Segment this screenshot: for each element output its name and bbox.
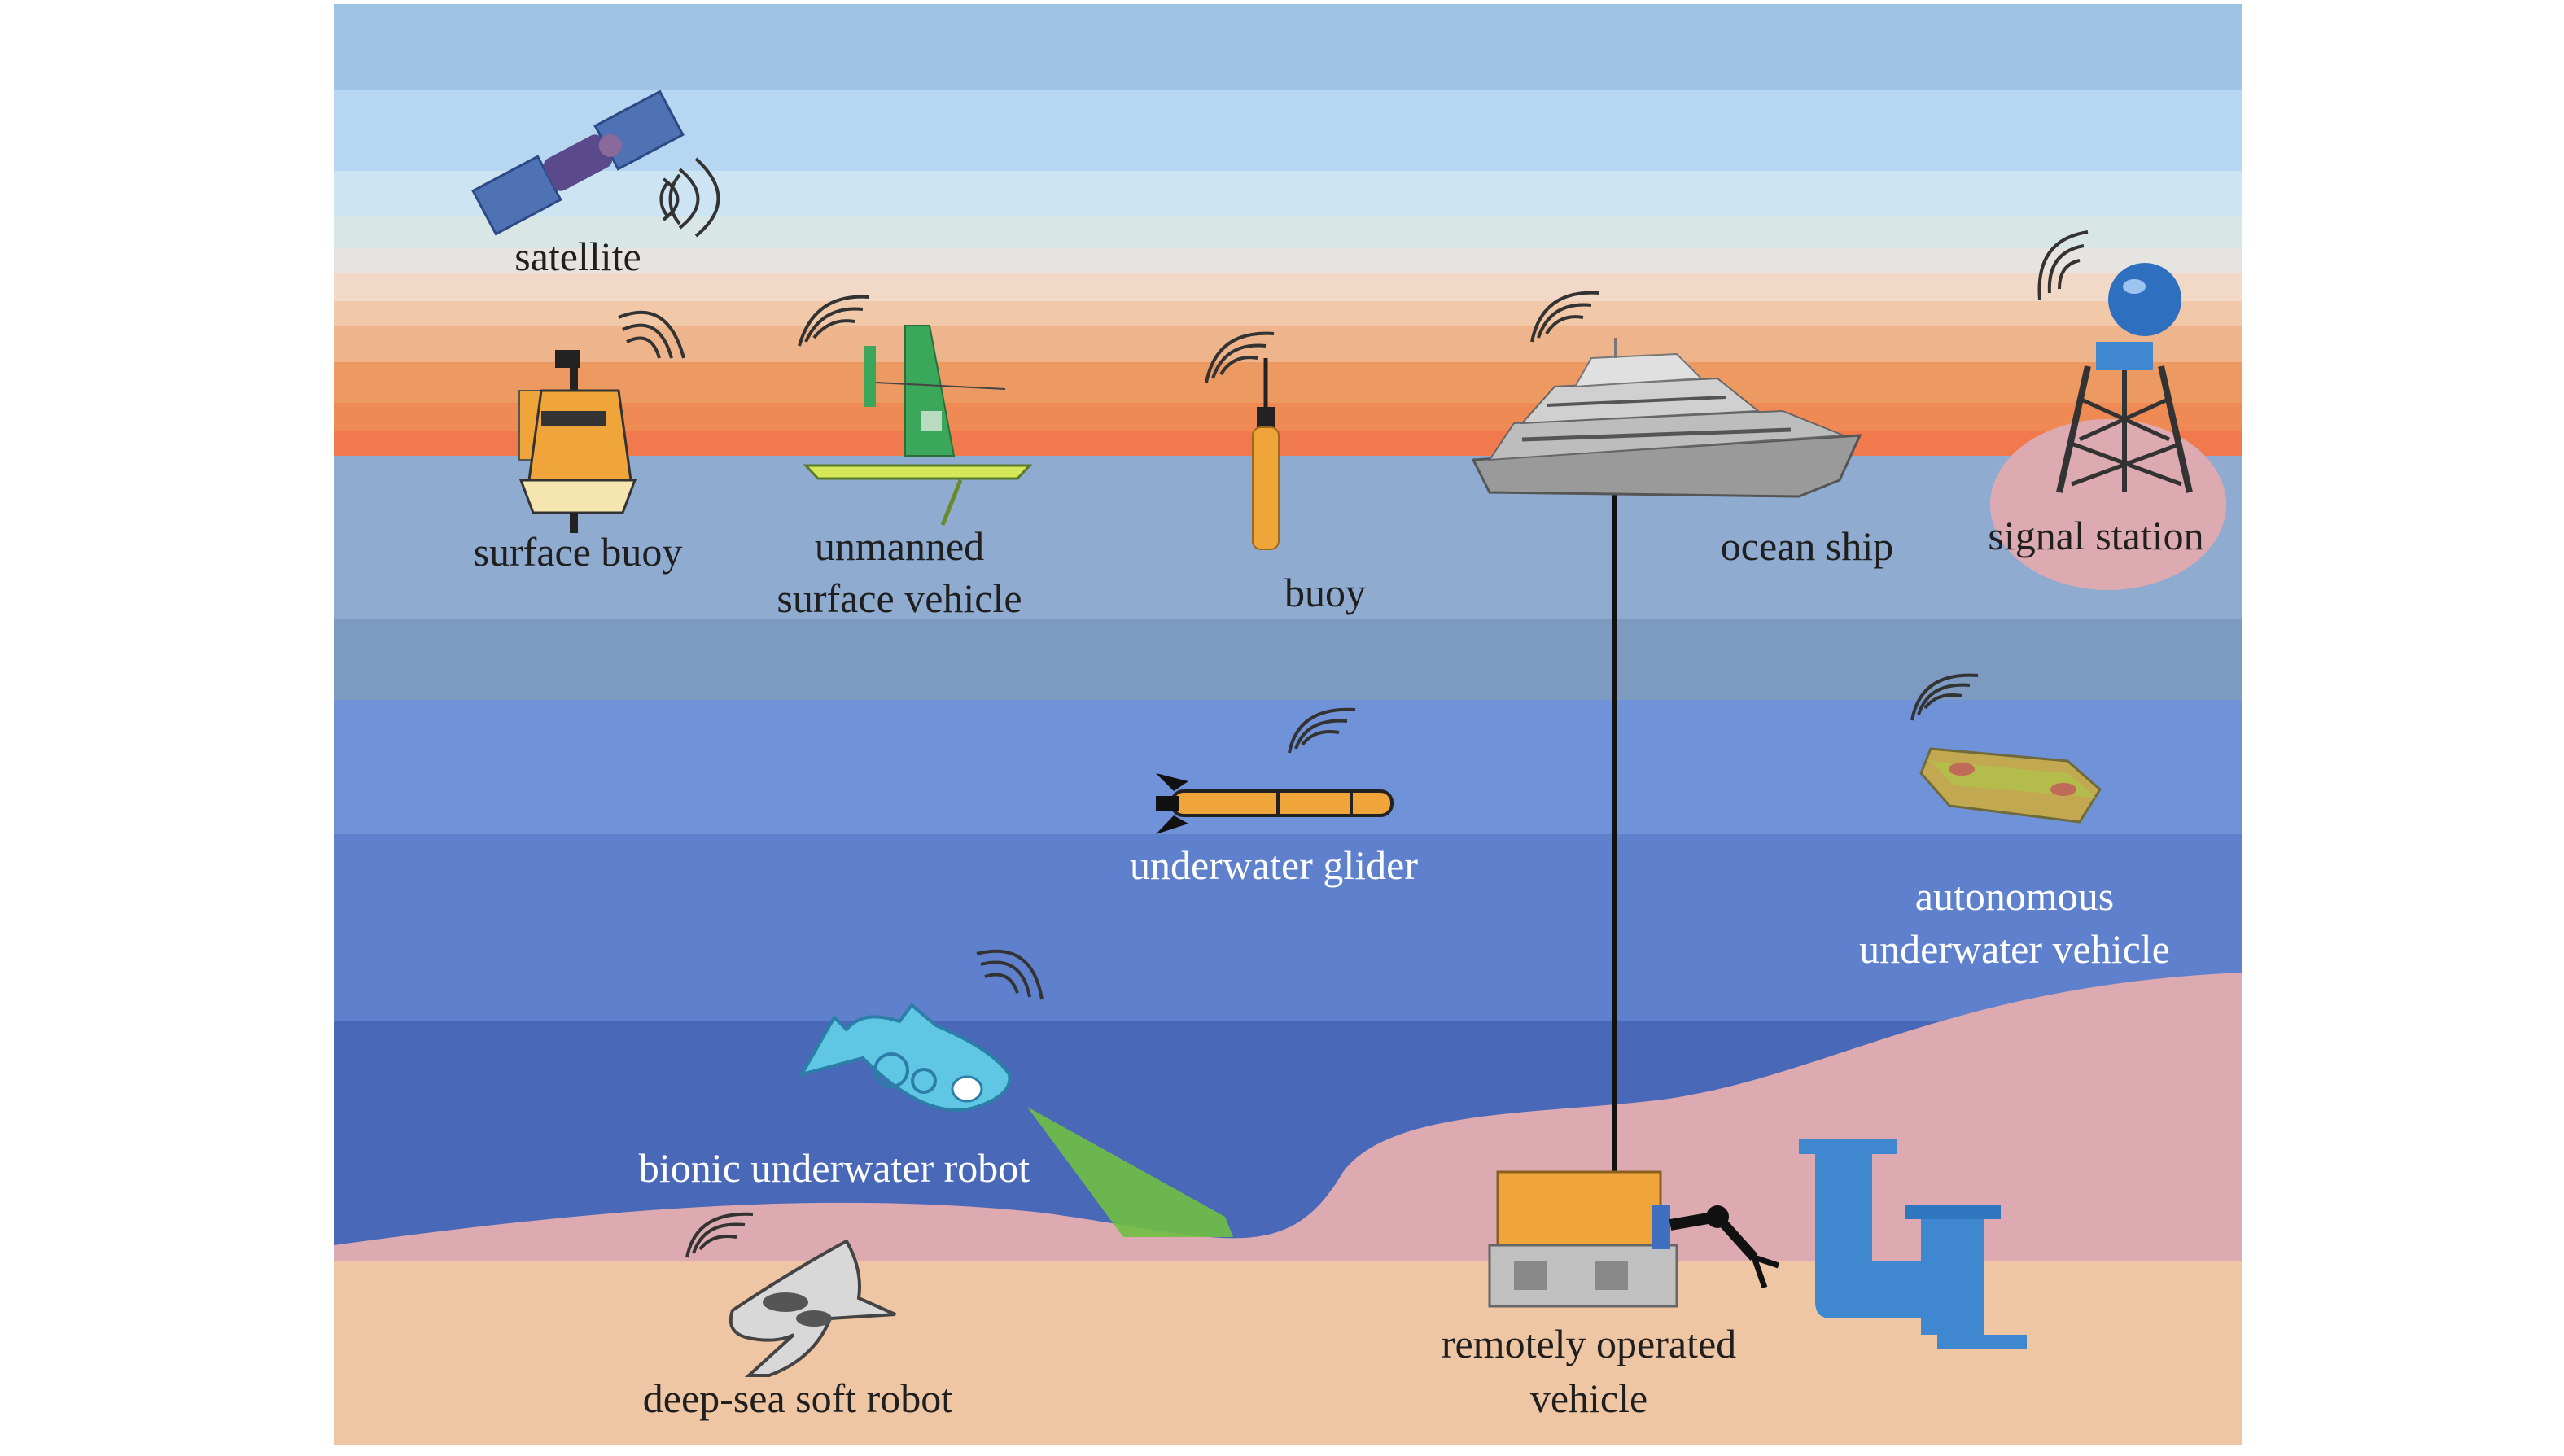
wireless-signal-icon [1530, 291, 1600, 343]
sky-band [334, 362, 2242, 403]
sky-band [334, 171, 2242, 216]
sky-band [334, 326, 2242, 362]
label-underwater-glider: underwater glider [1130, 842, 1418, 888]
label-ocean-ship: ocean ship [1721, 523, 1893, 569]
water-band [334, 456, 2242, 619]
label-autonomous-underwater-vehicle-line2: underwater vehicle [1859, 926, 2170, 972]
label-remotely-operated-vehicle-line1: remotely operated [1442, 1321, 1736, 1366]
wireless-signal-icon [798, 295, 870, 347]
ocean-ship-icon [1471, 338, 1862, 498]
label-unmanned-surface-vehicle-line1: unmanned [815, 523, 984, 569]
sky-band [334, 216, 2242, 248]
pipeline-icon [1799, 1139, 2027, 1349]
sky-band [334, 273, 2242, 301]
label-deep-sea-soft-robot: deep-sea soft robot [643, 1375, 953, 1421]
wireless-signal-icon [976, 949, 1044, 1000]
wireless-signal-icon [1288, 707, 1356, 754]
water-band [334, 619, 2242, 700]
bionic-fish-robot-icon [798, 1003, 1233, 1237]
label-autonomous-underwater-vehicle-line1: autonomous [1915, 873, 2114, 919]
wireless-signal-icon [1205, 331, 1275, 383]
wireless-signal-icon [2037, 230, 2089, 300]
wireless-signal-icon [685, 1212, 754, 1258]
sky-band [334, 4, 2242, 90]
wireless-signal-icon [659, 157, 720, 238]
label-signal-station: signal station [1988, 513, 2203, 558]
label-remotely-operated-vehicle-line2: vehicle [1530, 1375, 1647, 1421]
sky-band [334, 403, 2242, 431]
sky-band [334, 431, 2242, 456]
label-buoy: buoy [1284, 570, 1366, 615]
unmanned-surface-vehicle-icon [803, 325, 1033, 526]
sky-band [334, 301, 2242, 326]
autonomous-underwater-vehicle-icon [1919, 747, 2102, 824]
surface-buoy-icon [518, 350, 637, 533]
sky-band [334, 248, 2242, 273]
buoy-icon [1252, 358, 1280, 550]
water-band [334, 834, 2242, 1021]
satellite-icon [471, 90, 685, 236]
label-surface-buoy: surface buoy [474, 529, 683, 575]
deep-sea-soft-robot-icon [729, 1239, 896, 1377]
wireless-signal-icon [1910, 673, 1979, 721]
remotely-operated-vehicle-icon [1488, 1170, 1780, 1308]
label-bionic-underwater-robot: bionic underwater robot [639, 1145, 1030, 1191]
label-satellite: satellite [514, 234, 641, 279]
wireless-signal-icon [618, 310, 685, 359]
island [1990, 419, 2226, 590]
underwater-glider-icon [1156, 773, 1394, 834]
signal-station-icon [2056, 263, 2193, 493]
label-unmanned-surface-vehicle-line2: surface vehicle [777, 575, 1022, 621]
